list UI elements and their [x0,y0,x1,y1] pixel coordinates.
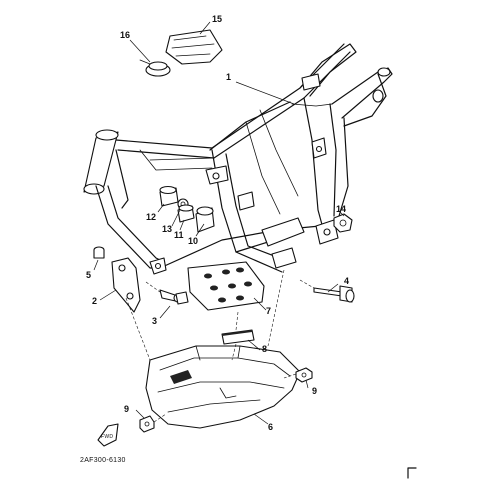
guard-bolts [139,367,313,433]
callout-3: 3 [152,316,157,326]
fwd-arrow-icon: FWD [97,423,119,447]
part-code: 2AF300-6130 [80,457,126,464]
tool-bag-drawing [165,29,223,65]
callout-16: 16 [120,30,130,40]
callout-13: 13 [162,224,172,234]
callout-numbers: 1 2 3 4 5 6 7 8 9 9 10 11 12 13 14 15 16 [86,14,349,432]
callout-12: 12 [146,212,156,222]
callout-7: 7 [266,306,271,316]
callout-9-right: 9 [312,386,317,396]
spacer-collar-parts [159,185,215,233]
frame-drawing [83,43,393,275]
callout-8: 8 [262,344,267,354]
callout-15: 15 [212,14,222,24]
alignment-lines [125,269,285,361]
engine-bracket-drawing [93,246,189,313]
callout-14: 14 [336,204,346,214]
callout-10: 10 [188,236,198,246]
callout-11: 11 [174,230,184,240]
engine-guard-drawing [145,345,301,429]
callout-6: 6 [268,422,273,432]
leader-lines [93,21,345,425]
damper-block [221,329,255,345]
fwd-label: FWD [101,434,113,440]
callout-4: 4 [344,276,349,286]
grommet-drawing [139,59,171,77]
callout-5: 5 [86,270,91,280]
callout-2: 2 [92,296,97,306]
skid-plate-protector [187,261,265,311]
nut-drawing [333,213,353,233]
callout-1: 1 [226,72,231,82]
corner-mark [407,467,417,479]
callout-9-left: 9 [124,404,129,414]
